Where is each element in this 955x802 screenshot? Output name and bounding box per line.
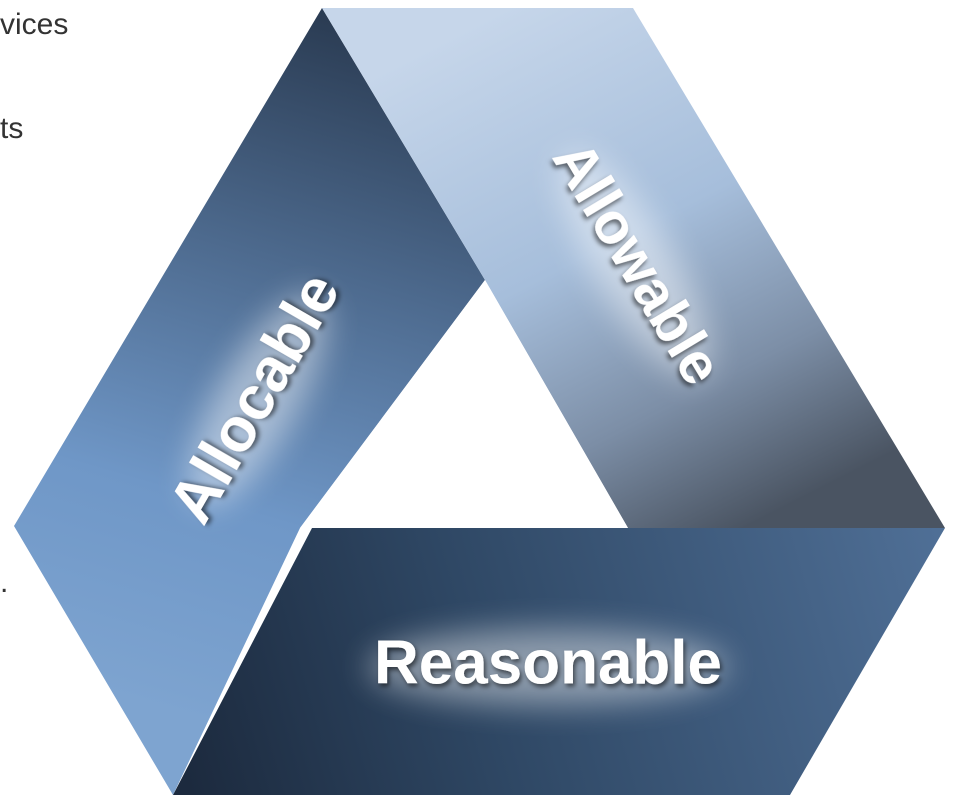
reasonable-label: Reasonable [374,628,722,697]
cropped-text-line-3: . [0,566,9,599]
cropped-text-line-2: ts [0,112,24,145]
cropped-text-line-1: vices [0,8,69,41]
center-hole [300,280,628,528]
label-glows [188,151,728,705]
